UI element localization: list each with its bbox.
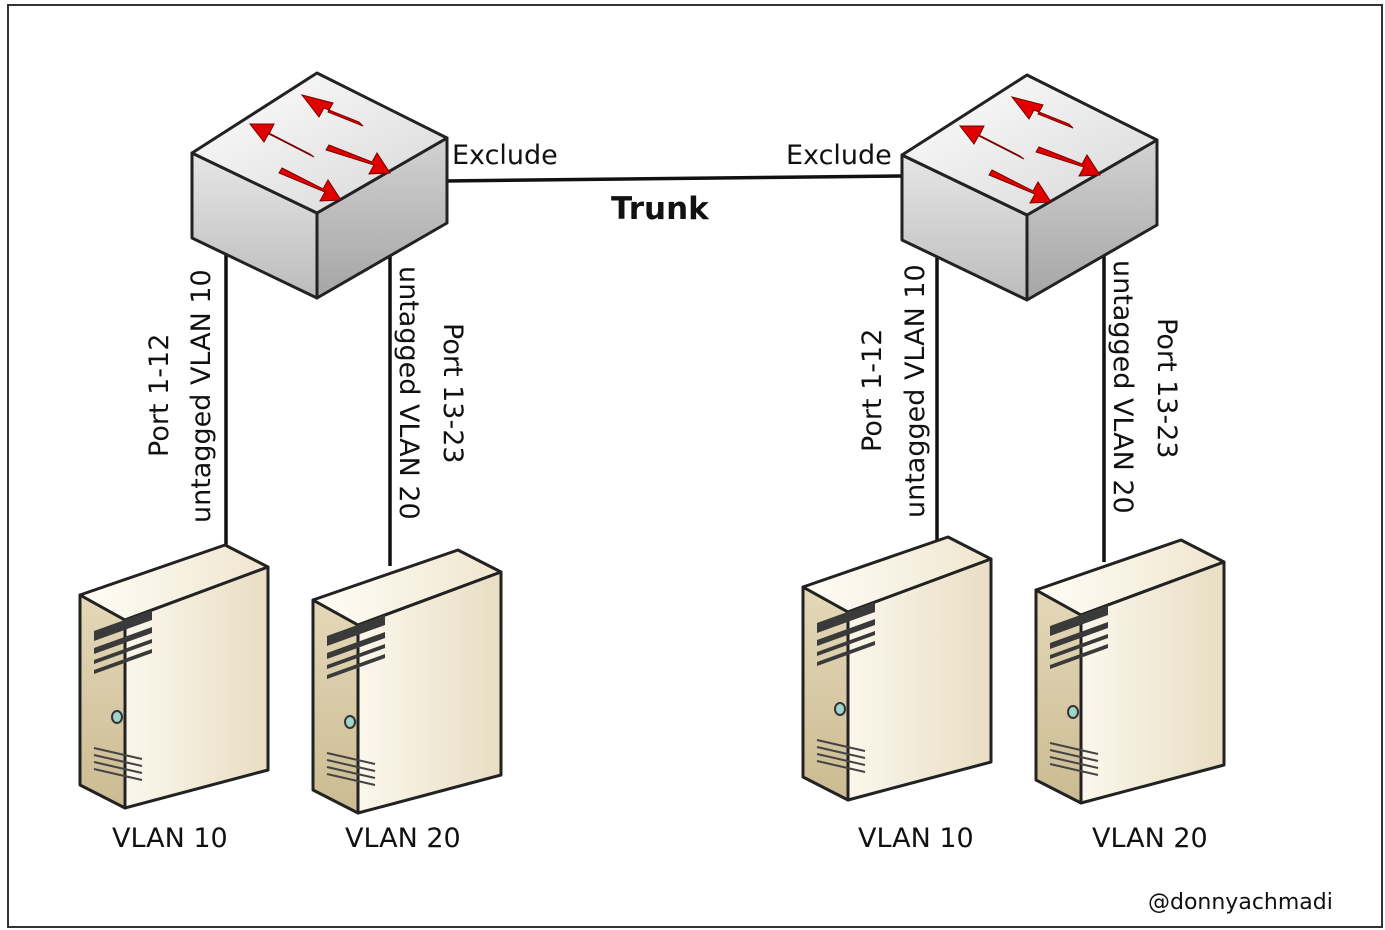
server-right-vlan20-icon <box>1034 538 1226 805</box>
left-port-group-b-ports: Port 13-23 <box>437 323 468 464</box>
server-label: VLAN 20 <box>345 823 461 854</box>
trunk-link <box>444 174 903 183</box>
diagram-frame <box>7 4 1383 928</box>
right-port-group-a-mode: untagged VLAN 10 <box>900 264 931 518</box>
server-left-vlan20-icon <box>311 548 503 815</box>
left-port-group-b-mode: untagged VLAN 20 <box>393 266 424 520</box>
server-left-vlan10-icon <box>78 543 270 810</box>
left-switch-icon <box>190 71 449 300</box>
right-port-group-b-ports: Port 13-23 <box>1151 318 1182 459</box>
server-right-vlan10-icon <box>801 535 993 802</box>
right-port-group-a-ports: Port 1-12 <box>857 329 888 452</box>
author-credit: @donnyachmadi <box>1148 890 1333 915</box>
exclude-right-label: Exclude <box>786 140 892 171</box>
server-label: VLAN 10 <box>112 823 228 854</box>
exclude-left-label: Exclude <box>452 140 558 171</box>
trunk-label: Trunk <box>611 191 710 227</box>
server-label: VLAN 20 <box>1092 823 1208 854</box>
left-port-group-a-mode: untagged VLAN 10 <box>186 269 217 523</box>
server-label: VLAN 10 <box>858 823 974 854</box>
right-port-group-b-mode: untagged VLAN 20 <box>1107 260 1138 514</box>
left-port-group-a-ports: Port 1-12 <box>144 334 175 457</box>
